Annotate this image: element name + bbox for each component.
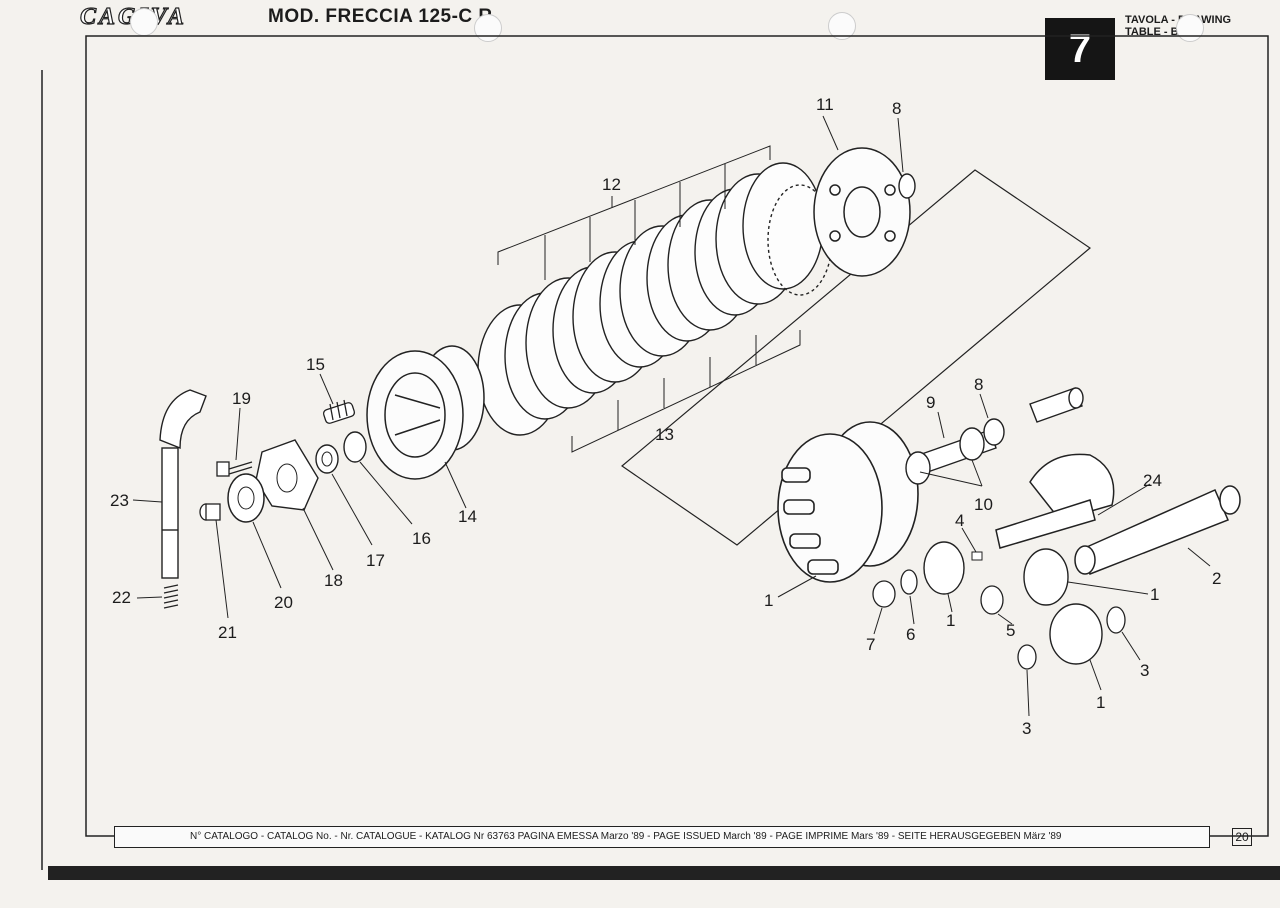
- washer-3a: [1106, 606, 1126, 634]
- crank-assembly: [995, 453, 1241, 575]
- pushrod-piece: [199, 503, 221, 521]
- gear-1c: [1049, 603, 1103, 665]
- bracket-12: [497, 145, 771, 280]
- callout-18: 18: [324, 571, 343, 590]
- model-title: MOD. FRECCIA 125-C R: [268, 6, 493, 27]
- callout-12: 12: [602, 175, 621, 194]
- callout-8: 8: [892, 99, 901, 118]
- release-plate: [255, 439, 319, 511]
- bearing-top: [898, 173, 916, 199]
- scan-edge-band: [48, 866, 1280, 880]
- shaft-end: [1029, 387, 1084, 423]
- nut-5: [980, 585, 1004, 615]
- callout-4: 4: [955, 511, 964, 530]
- bearing-20: [227, 473, 265, 523]
- table-number-badge: 7: [1045, 18, 1115, 80]
- key-4: [971, 551, 983, 561]
- clutch-plate-stack: [477, 162, 833, 436]
- callout-19: 19: [232, 389, 251, 408]
- callout-20: 20: [274, 593, 293, 612]
- callout-1d: 1: [1096, 693, 1105, 712]
- callout-1c: 1: [1150, 585, 1159, 604]
- clutch-lever-shaft: [159, 389, 207, 579]
- pressure-plate: [813, 147, 911, 277]
- washer-16: [343, 431, 367, 463]
- clutch-housing: [777, 421, 919, 583]
- callout-16: 16: [412, 529, 431, 548]
- callout-11: 11: [816, 95, 834, 114]
- callout-3b: 3: [1022, 719, 1031, 738]
- callout-14: 14: [458, 507, 477, 526]
- spring: [322, 399, 356, 424]
- callout-15: 15: [306, 355, 325, 374]
- nut-7: [872, 580, 896, 608]
- callout-9: 9: [926, 393, 935, 412]
- gear-1a: [923, 541, 965, 595]
- callout-13: 13: [655, 425, 674, 444]
- callout-23: 23: [110, 491, 129, 510]
- callout-7: 7: [866, 635, 875, 654]
- callout-22: 22: [112, 588, 131, 607]
- callout-6: 6: [906, 625, 915, 644]
- callout-2: 2: [1212, 569, 1221, 588]
- lock-washer-6: [900, 569, 918, 595]
- table-label-line-2: TABLE - B: [1125, 26, 1179, 38]
- leader-lines: [132, 115, 1211, 717]
- clutch-hub: [366, 345, 485, 480]
- catalog-info-line: N° CATALOGO - CATALOG No. - Nr. CATALOGU…: [190, 831, 1062, 842]
- footer-box: [114, 826, 1210, 848]
- callout-21: 21: [218, 623, 237, 642]
- drawing-frame: [85, 35, 1269, 837]
- binder-hole: [474, 14, 502, 42]
- callout-10: 10: [974, 495, 993, 514]
- callout-24: 24: [1143, 471, 1162, 490]
- washer-3b: [1017, 644, 1037, 670]
- callout-3a: 3: [1140, 661, 1149, 680]
- callout-1b: 1: [946, 611, 955, 630]
- page-number: 20: [1232, 828, 1252, 846]
- return-spring: [163, 584, 179, 609]
- bearing-17: [315, 444, 339, 474]
- callout-8b: 8: [974, 375, 983, 394]
- gear-1b: [1023, 548, 1069, 606]
- binder-hole: [1176, 14, 1204, 42]
- callout-17: 17: [366, 551, 385, 570]
- washer-8: [983, 418, 1005, 446]
- callout-5: 5: [1006, 621, 1015, 640]
- primary-shaft: [905, 427, 997, 485]
- bolt: [216, 461, 253, 477]
- bracket-13: [571, 330, 801, 453]
- callout-1a: 1: [764, 591, 773, 610]
